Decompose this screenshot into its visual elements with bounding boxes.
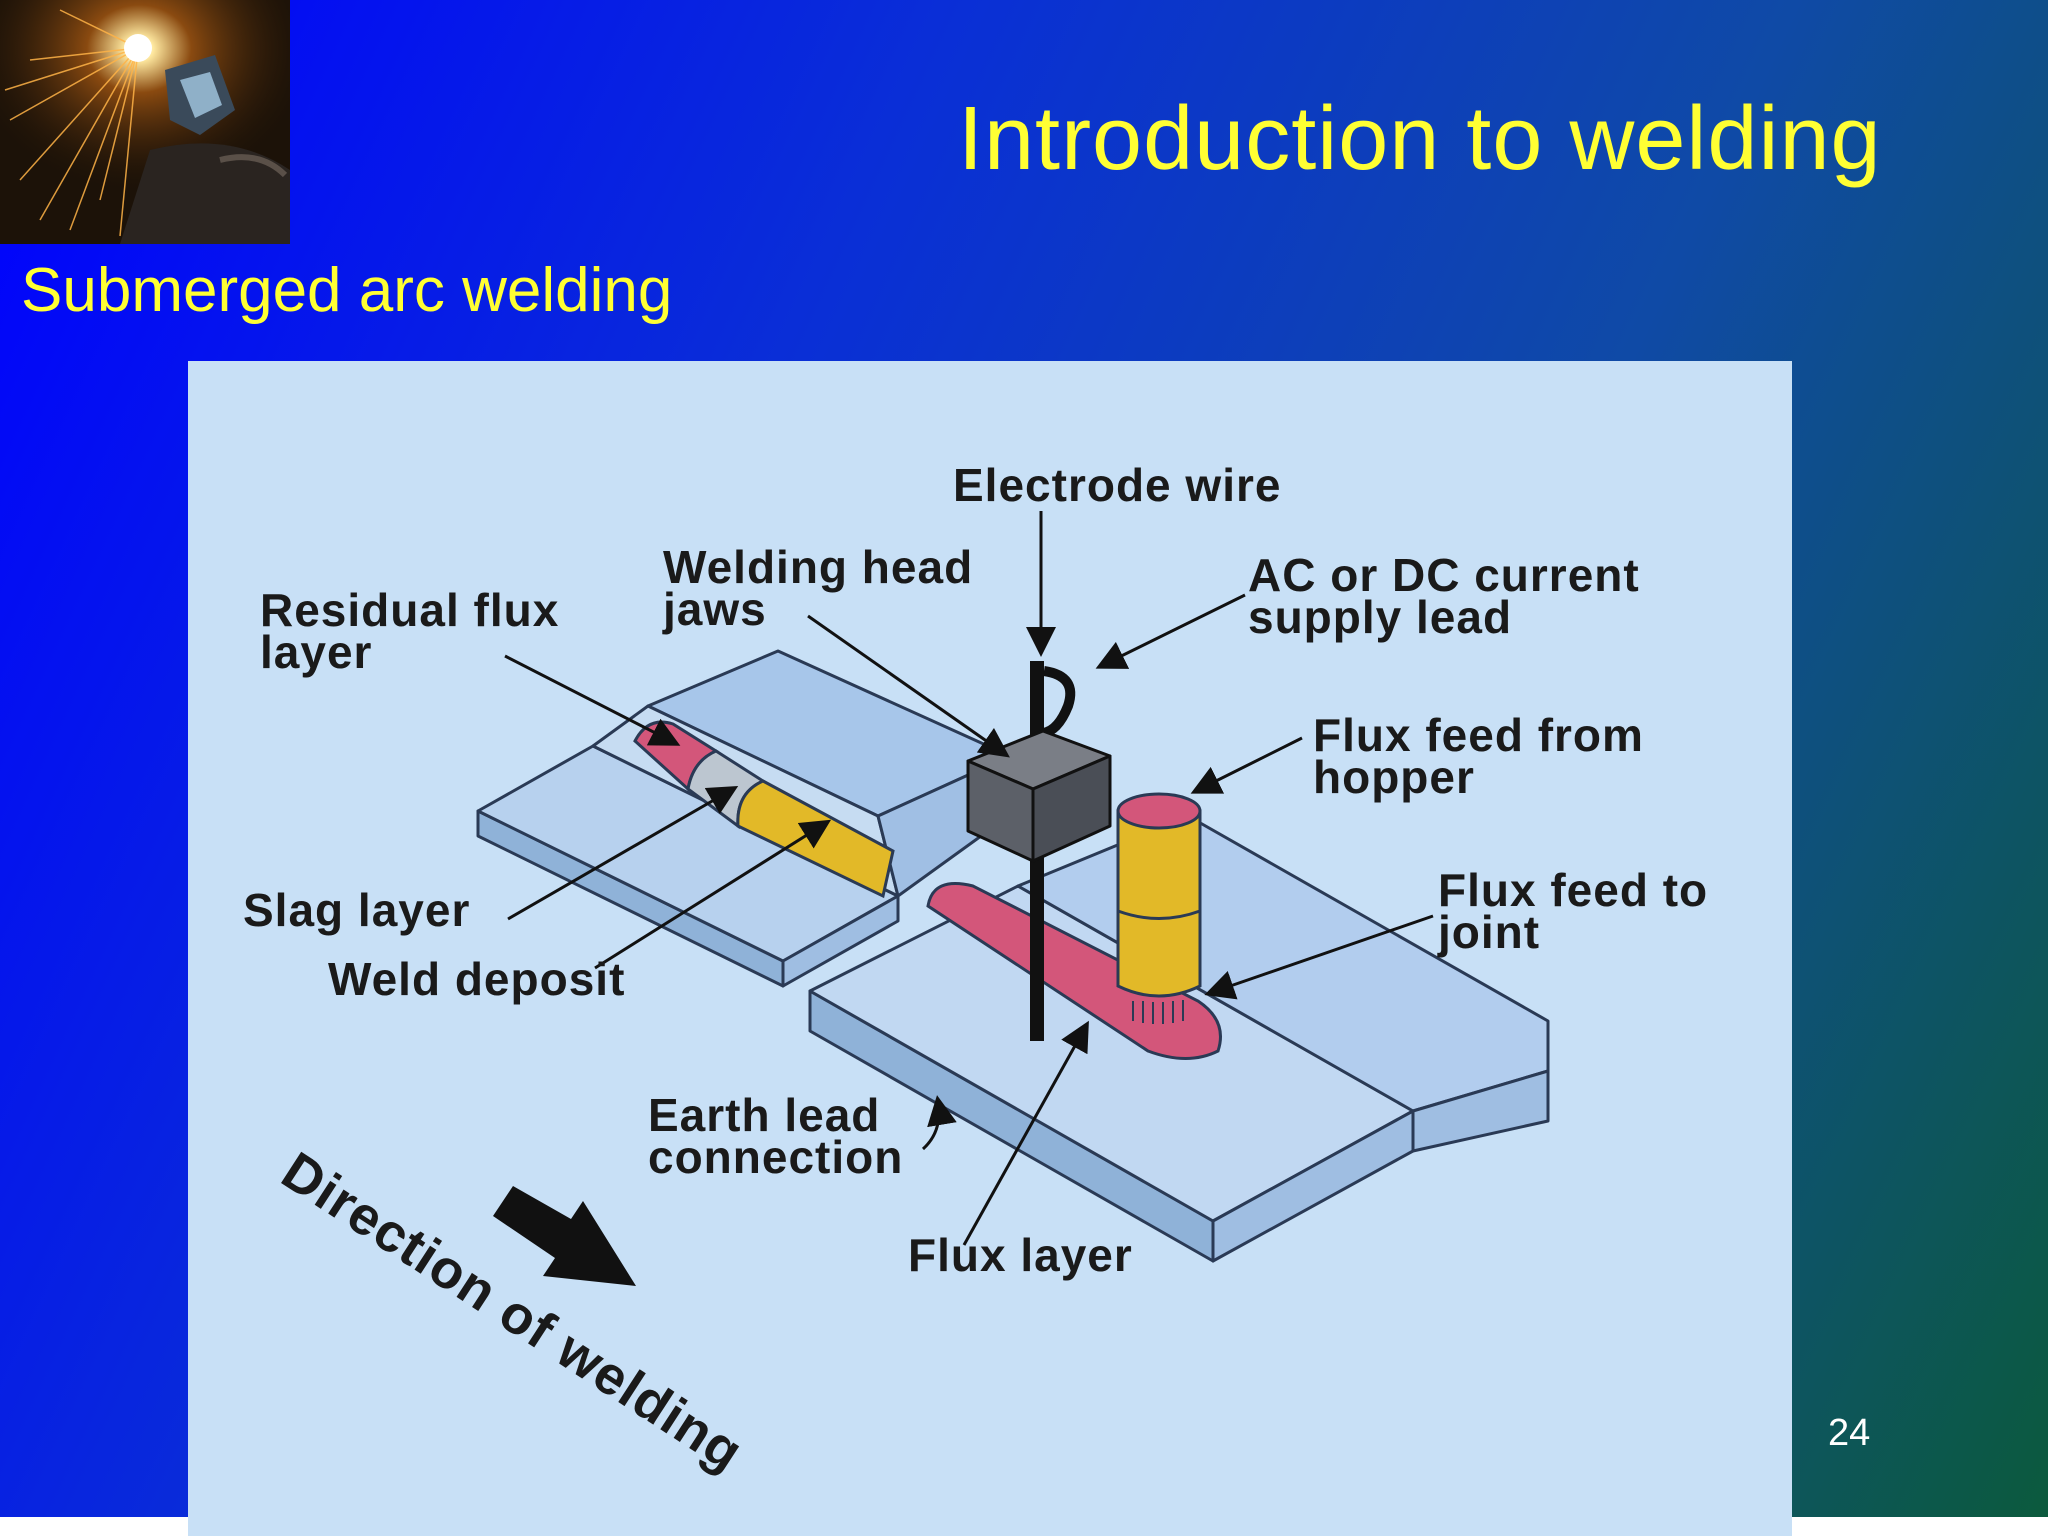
label-welding-head-jaws-2: jaws (662, 583, 767, 635)
label-earth-lead-2: connection (648, 1131, 903, 1183)
supply-lead (1041, 666, 1076, 738)
label-electrode-wire: Electrode wire (953, 459, 1281, 511)
label-ac-dc-supply-2: supply lead (1248, 591, 1512, 643)
label-weld-deposit: Weld deposit (328, 953, 625, 1005)
label-ac-dc-supply: AC or DC current (1248, 549, 1640, 601)
direction-arrow (493, 1186, 636, 1286)
slide-subtitle: Submerged arc welding (21, 256, 673, 325)
label-welding-head-jaws: Welding head (663, 541, 973, 593)
slide-title: Introduction to welding (958, 89, 1882, 189)
leader-arrows (504, 511, 1434, 1246)
welding-head (966, 729, 1112, 863)
label-flux-feed-joint-2: joint (1437, 906, 1540, 958)
saw-diagram: Electrode wire Welding head jaws AC or D… (188, 361, 1792, 1536)
label-earth-lead: Earth lead (648, 1089, 880, 1141)
label-flux-feed-joint: Flux feed to (1438, 864, 1708, 916)
label-slag-layer: Slag layer (243, 884, 470, 936)
slide-number: 24 (1828, 1412, 1871, 1454)
label-flux-layer: Flux layer (908, 1229, 1133, 1281)
welder-photo (0, 0, 290, 244)
label-flux-feed-hopper-2: hopper (1313, 751, 1475, 803)
label-residual-flux: Residual flux (260, 584, 559, 636)
flux-hopper-tube (1116, 792, 1202, 998)
label-residual-flux-2: layer (260, 626, 372, 678)
label-flux-feed-hopper: Flux feed from (1313, 709, 1644, 761)
flux-pile (926, 882, 1222, 1060)
